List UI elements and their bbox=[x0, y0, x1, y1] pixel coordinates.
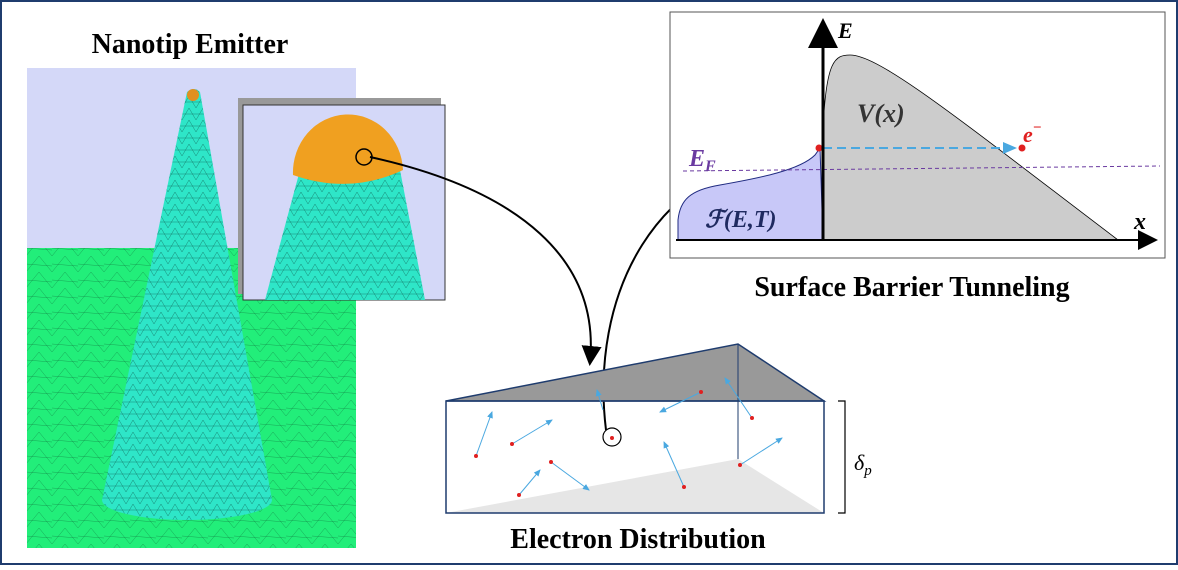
fermi-label: EF bbox=[688, 146, 716, 175]
tip-to-distribution-arrow bbox=[369, 156, 602, 366]
fermi-distribution bbox=[677, 146, 824, 241]
distribution-label: ℱ(E,T) bbox=[705, 207, 777, 233]
fermi-level-line bbox=[682, 165, 1161, 172]
tip-zoom-inset bbox=[242, 104, 446, 301]
e-axis-label: E bbox=[837, 18, 853, 43]
electron-label: e− bbox=[1023, 120, 1042, 147]
depth-label: δp bbox=[854, 450, 872, 479]
potential-label: V(x) bbox=[857, 99, 905, 128]
electron-distribution-title: Electron Distribution bbox=[510, 524, 766, 555]
electron-distribution-panel: δp Electron Distribution bbox=[445, 343, 872, 555]
x-axis-label: x bbox=[1133, 209, 1146, 235]
nanotip-panel: Nanotip Emitter bbox=[27, 29, 446, 548]
nanotip-title: Nanotip Emitter bbox=[92, 29, 289, 60]
barrier-panel: E x V(x) EF ℱ(E,T) e− Surface Barrier Tu… bbox=[669, 11, 1166, 303]
tip-dome bbox=[292, 114, 403, 184]
depth-bracket bbox=[838, 400, 846, 514]
barrier-title: Surface Barrier Tunneling bbox=[754, 272, 1069, 303]
